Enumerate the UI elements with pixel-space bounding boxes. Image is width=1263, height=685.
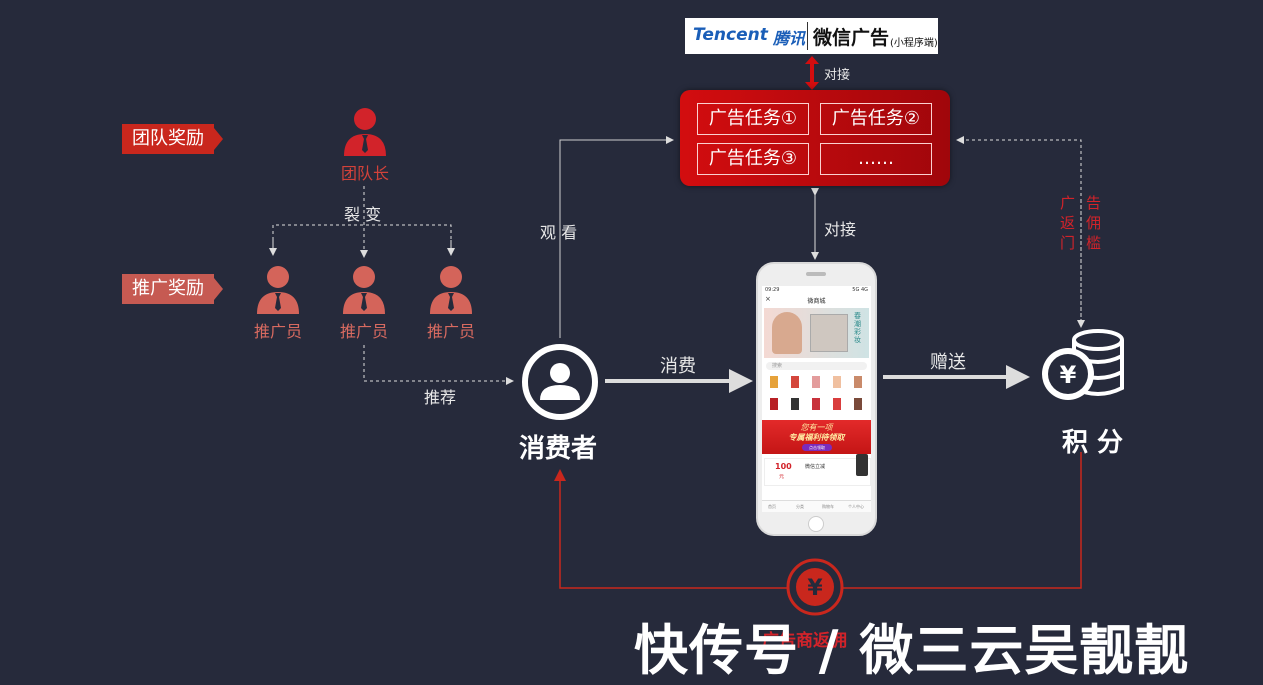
points-label: 积 分: [1062, 428, 1124, 458]
promo-button[interactable]: 点击领取: [802, 444, 832, 451]
bottom-nav: 首页 分类 购物车 个人中心: [762, 500, 871, 512]
recommend-line: [363, 345, 514, 385]
phone-mockup: 09:29 5G 4G × 微商城 春潮彩妆 搜索 您有一项 专属福利待领取 点…: [756, 262, 877, 536]
nav-profile[interactable]: 个人中心: [848, 504, 864, 509]
promoter-2: 推广员: [329, 264, 399, 342]
tencent-brand-cn: 腾讯: [773, 29, 806, 48]
coupon-desc: 微信立减: [805, 464, 826, 470]
coupon-unit: 元: [779, 474, 785, 480]
logo-divider: [807, 22, 808, 50]
svg-text:¥: ¥: [1060, 361, 1077, 389]
rebate-coin-icon: ¥: [786, 558, 844, 616]
status-time: 09:29: [765, 287, 780, 293]
coupon-value: 100: [775, 462, 792, 471]
phone-screen: 09:29 5G 4G × 微商城 春潮彩妆 搜索 您有一项 专属福利待领取 点…: [762, 286, 871, 512]
threshold-char: 槛: [1086, 234, 1102, 252]
consume-label: 消费: [660, 356, 696, 377]
banner-model-image: [772, 312, 802, 354]
rebate-label: 广告商返佣: [762, 631, 847, 651]
team-leader: 团队长: [330, 106, 400, 184]
fission-branch-line: [272, 224, 452, 252]
coupon-card[interactable]: 100 元 微信立减: [764, 458, 871, 486]
promoter-icon: [430, 266, 472, 314]
ad-tasks-panel: 广告任务① 广告任务② 广告任务③ ……: [680, 90, 950, 186]
team-leader-icon: [344, 108, 386, 156]
search-input[interactable]: 搜索: [766, 362, 867, 370]
threshold-char: 返: [1060, 214, 1076, 232]
phone-home-button: [808, 516, 824, 532]
watch-label: 观 看: [540, 223, 578, 242]
promoter-label: 推广员: [426, 322, 475, 341]
tencent-brand: Tencent: [693, 25, 768, 45]
banner-text: 春潮彩妆: [854, 312, 861, 344]
nav-home[interactable]: 首页: [768, 504, 776, 509]
rebate-symbol: ¥: [807, 576, 823, 601]
dock-mid-label: 对接: [824, 220, 857, 239]
promo-line2: 专属福利待领取: [788, 433, 845, 442]
threshold-char: 广: [1060, 194, 1076, 212]
ad-task-2[interactable]: 广告任务②: [820, 103, 932, 135]
dock-top-label: 对接: [824, 68, 851, 83]
promo-line1: 您有一项: [800, 423, 833, 432]
ad-task-more[interactable]: ……: [820, 143, 932, 175]
app-title: 微商城: [807, 298, 826, 305]
promo-banner[interactable]: 您有一项 专属福利待领取 点击领取: [762, 420, 871, 454]
status-right: 5G 4G: [852, 287, 868, 293]
promo-reward-tag: 推广奖励: [122, 274, 223, 304]
wechat-ads-note: (小程序端): [890, 38, 938, 49]
promoter-label: 推广员: [339, 322, 388, 341]
ad-task-3[interactable]: 广告任务③: [697, 143, 809, 175]
close-icon[interactable]: ×: [765, 295, 771, 303]
floating-widget[interactable]: [856, 454, 868, 476]
team-leader-label: 团队长: [340, 164, 389, 183]
nav-category[interactable]: 分类: [796, 504, 804, 509]
threshold-char: 门: [1060, 234, 1076, 252]
promoter-icon: [257, 266, 299, 314]
banner-product-image: [810, 314, 848, 352]
threshold-char: 告: [1086, 194, 1102, 212]
phone-speaker: [806, 272, 826, 276]
consumer-icon: [522, 344, 598, 420]
coins-icon: ¥: [1042, 329, 1124, 400]
promoter-label: 推广员: [253, 322, 302, 341]
consumer-label: 消费者: [519, 434, 598, 464]
category-grid: [765, 374, 868, 418]
ad-task-1[interactable]: 广告任务①: [697, 103, 809, 135]
watch-line: [559, 136, 674, 338]
tencent-wechat-ads-logo: Tencent 腾讯 微信广告 (小程序端): [685, 18, 938, 54]
gift-label: 赠送: [930, 352, 966, 373]
recommend-label: 推荐: [424, 388, 457, 407]
team-reward-tag: 团队奖励: [122, 124, 223, 154]
promoter-3: 推广员: [416, 264, 486, 342]
watermark: 快传号 / 微三云吴靓靓: [634, 619, 1190, 682]
threshold-char: 佣: [1086, 214, 1102, 232]
banner[interactable]: 春潮彩妆: [764, 308, 869, 358]
promoter-1: 推广员: [243, 264, 313, 342]
fission-label: 裂 变: [344, 205, 382, 224]
promoter-icon: [343, 266, 385, 314]
nav-cart[interactable]: 购物车: [822, 504, 834, 509]
wechat-ads-title: 微信广告: [813, 27, 890, 49]
